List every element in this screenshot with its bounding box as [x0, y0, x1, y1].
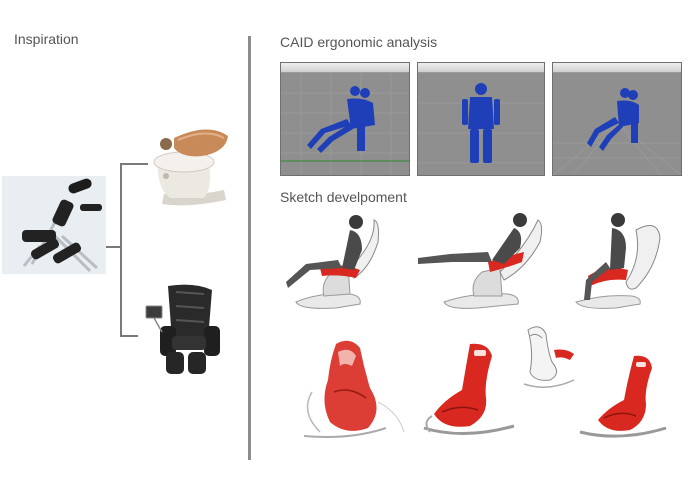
recliner-massage-chair-image: [138, 282, 222, 376]
recliner-massage-chair-icon: [145, 284, 220, 374]
chair-sketch-icon: [423, 343, 515, 435]
pedicure-chair-icon: [153, 129, 228, 206]
pedicure-chair-image: [148, 118, 232, 210]
caid-panel-side: [280, 62, 410, 176]
connector-bracket: [120, 163, 152, 337]
sketch-concept-b: [414, 336, 524, 440]
cad-figure-icon: [281, 73, 409, 175]
cad-figure-icon: [418, 83, 544, 164]
sketch-reclined: [408, 206, 546, 312]
inspiration-title: Inspiration: [14, 31, 79, 47]
sketch-concept-d: [574, 350, 674, 442]
connector-stub: [104, 246, 120, 248]
cad-figure-icon: [553, 88, 681, 175]
cad-toolbar: [418, 63, 544, 73]
sketch-concept-a: [290, 332, 408, 442]
cad-toolbar: [281, 63, 409, 73]
caid-panel-perspective: [552, 62, 682, 176]
chair-sketch-icon: [418, 213, 543, 309]
caid-title: CAID ergonomic analysis: [280, 34, 438, 50]
sketch-title: Sketch develpoment: [280, 189, 407, 205]
section-divider: [248, 36, 251, 460]
chair-sketch-icon: [523, 326, 575, 388]
chair-sketch-icon: [286, 215, 379, 309]
caid-panel-front: [417, 62, 545, 176]
massage-chair-portable-icon: [2, 176, 106, 274]
massage-chair-portable-image: [2, 176, 106, 274]
chair-sketch-icon: [575, 213, 661, 309]
chair-sketch-icon: [303, 340, 405, 438]
sketch-seated-upright: [280, 212, 392, 312]
sketch-concept-c: [518, 322, 580, 392]
cad-toolbar: [553, 63, 681, 73]
chair-sketch-icon: [579, 355, 667, 438]
sketch-kneeling: [566, 208, 670, 312]
